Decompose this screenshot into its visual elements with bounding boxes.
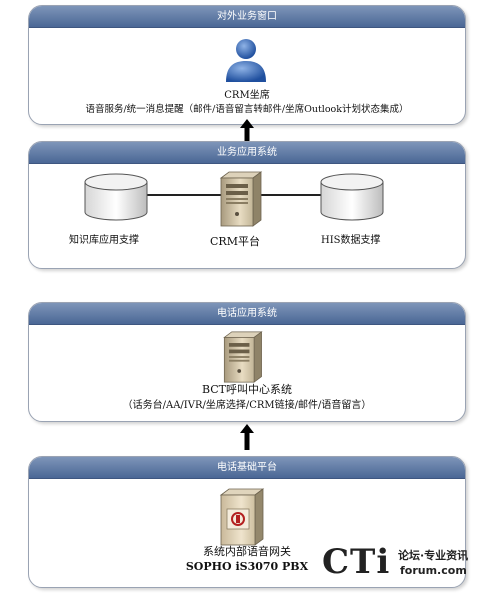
up-arrow-1	[240, 119, 254, 145]
panel-phone-base: 电话基础平台 系统内部语音网关 SOPHO iS3070 PBX	[28, 456, 466, 588]
watermark-line2: forum.com	[400, 564, 467, 577]
bct-desc: （话务台/AA/IVR/坐席选择/CRM链接/邮件/语音留言）	[122, 400, 372, 411]
panel-business: 业务应用系统 知识库应用支撑 CRM平台	[28, 141, 466, 269]
database-icon-his	[320, 173, 384, 221]
crm-platform-label: CRM平台	[210, 235, 260, 248]
pbx-icon	[219, 488, 265, 546]
pbx-model-label: SOPHO iS3070 PBX	[185, 560, 309, 573]
panel-phone-app: 电话应用系统 BCT呼叫中心系统 （话务台/AA/IVR/坐席选择/CRM链接/…	[28, 302, 466, 422]
user-icon	[226, 39, 266, 82]
panel-title-phone-base: 电话基础平台	[29, 457, 465, 479]
knowledge-db-label: 知识库应用支撑	[69, 235, 139, 246]
gateway-label: 系统内部语音网关	[203, 545, 291, 558]
crm-agent-label: CRM坐席	[224, 90, 270, 101]
cti-logo: CTi	[322, 542, 391, 582]
panel-title-phone-app: 电话应用系统	[29, 303, 465, 325]
crm-agent-desc: 语音服务/统一消息提醒（邮件/语音留言转邮件/坐席Outlook计划状态集成）	[85, 104, 409, 115]
panel-title-external: 对外业务窗口	[29, 6, 465, 28]
panel-title-business: 业务应用系统	[29, 142, 465, 164]
panel-external: 对外业务窗口 CRM坐席 语音服务/统一消息提醒（邮件/语音留言转邮件/坐席Ou…	[28, 5, 466, 125]
bct-label: BCT呼叫中心系统	[201, 383, 293, 396]
server-icon-bct	[223, 331, 263, 383]
watermark-line1: 论坛·专业资讯	[398, 549, 469, 562]
his-db-label: HIS数据支撑	[321, 235, 381, 246]
up-arrow-2	[240, 424, 254, 450]
database-icon-knowledge	[84, 173, 148, 221]
cti-forum-watermark: CTi 论坛·专业资讯 forum.com	[322, 542, 492, 582]
server-icon-crm	[219, 171, 263, 227]
